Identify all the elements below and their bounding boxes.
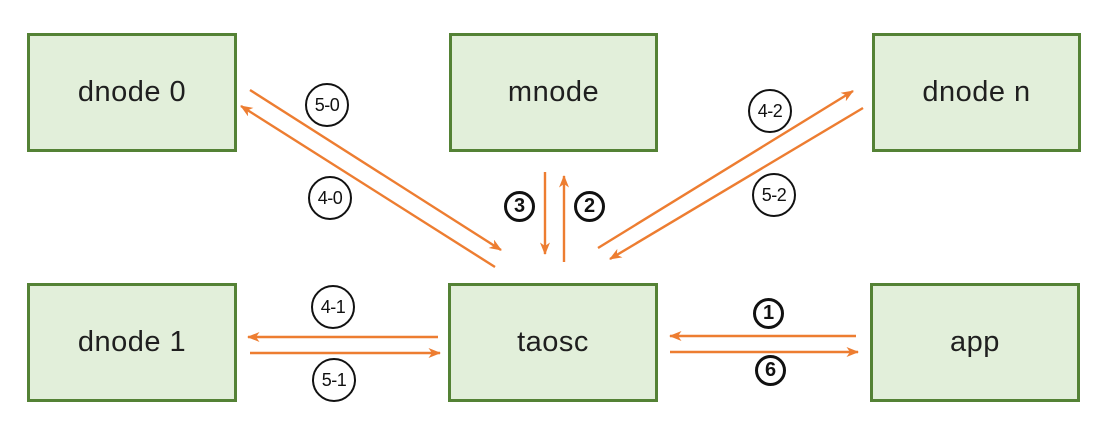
arrow-5-0-dnode0-to-taosc — [249, 88, 502, 252]
node-dnode-0-label: dnode 0 — [77, 76, 187, 108]
node-dnode-0: dnode 0 — [27, 33, 237, 152]
edge-label-2: 2 — [574, 191, 605, 222]
node-dnode-n: dnode n — [872, 33, 1081, 152]
edge-label-5-2: 5-2 — [752, 173, 796, 217]
node-taosc-label: taosc — [517, 326, 589, 358]
edge-label-6: 6 — [755, 355, 786, 386]
arrow-4-0-taosc-to-dnode0 — [240, 104, 496, 269]
node-app: app — [870, 283, 1080, 402]
arrow-4-2-taosc-to-dnoden — [597, 89, 854, 250]
arrow-5-2-dnoden-to-taosc — [609, 106, 864, 261]
node-app-label: app — [950, 326, 1000, 358]
edge-label-4-0: 4-0 — [308, 176, 352, 220]
node-mnode: mnode — [449, 33, 658, 152]
node-dnode-n-label: dnode n — [922, 76, 1031, 108]
edge-label-5-1: 5-1 — [312, 358, 356, 402]
node-mnode-label: mnode — [507, 76, 600, 108]
node-dnode-1-label: dnode 1 — [77, 326, 187, 358]
node-dnode-1: dnode 1 — [27, 283, 237, 402]
edge-label-5-0: 5-0 — [305, 83, 349, 127]
edge-label-3: 3 — [504, 191, 535, 222]
edge-label-4-2: 4-2 — [748, 89, 792, 133]
node-taosc: taosc — [448, 283, 658, 402]
edge-label-4-1: 4-1 — [311, 285, 355, 329]
edge-label-1: 1 — [753, 298, 784, 329]
